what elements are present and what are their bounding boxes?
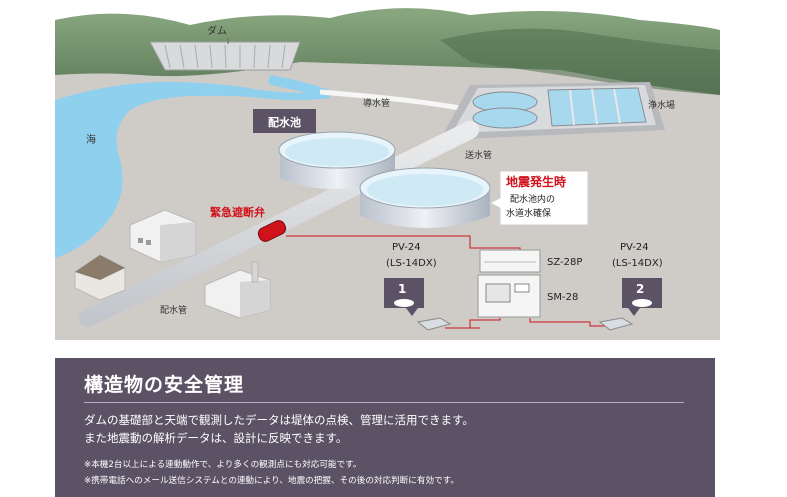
callout-line2: 水道水確保 [506,207,551,219]
label-sm: SM-28 [547,292,578,303]
panel-title: 構造物の安全管理 [84,374,245,396]
building-factory [204,261,271,319]
building-house [74,254,126,301]
label-sea: 海 [86,133,96,146]
reservoir-tank-1 [278,131,396,189]
sensor2-badge [622,278,662,316]
diagram-illustration: ダム 海 導水管 浄水場 送水管 配水管 配水池 地震発生時 配水池内の 水道水… [55,8,720,340]
sensor1-number: 1 [398,282,406,296]
panel-line2: また地震動の解析データは、設計に反映できます。 [84,431,348,445]
sensor1-submodel: (LS-14DX) [386,258,437,269]
sensor1-unit [416,317,452,331]
sensor1-model: PV-24 [392,242,421,253]
sensor2-submodel: (LS-14DX) [612,258,663,269]
panel-divider [84,402,684,403]
label-dam: ダム [207,24,227,37]
label-delivery-pipe: 送水管 [465,149,492,161]
sea-water [55,81,330,259]
river [268,75,330,97]
earthquake-callout [488,170,589,226]
label-distribution-pipe: 配水管 [160,304,187,316]
info-panel [55,358,715,497]
callout-title: 地震発生時 [506,174,566,189]
reservoir-tag [253,109,316,133]
mountain-shade [440,28,720,96]
label-conduit: 導水管 [363,97,390,109]
sz-28p-device [479,249,541,273]
panel-note1: ※本機2台以上による連動動作で、より多くの観測点にも対応可能です。 [84,460,362,470]
emergency-valve [257,220,287,242]
sensor2-number: 2 [636,282,644,296]
dam-lines [164,44,286,69]
building-office [129,209,196,263]
plant-round-tank-2 [472,107,538,129]
label-plant: 浄水場 [648,99,675,111]
sensor2-unit [598,317,634,331]
callout-line1: 配水池内の [510,193,555,205]
sensor1-badge [384,278,424,316]
reservoir-tank-2 [359,167,491,228]
label-reservoir: 配水池 [268,115,301,129]
panel-note2: ※携帯電話へのメール送信システムとの連動により、地震の把握、その後の対応判断に有… [84,476,460,486]
label-emergency-valve: 緊急遮断弁 [210,205,265,219]
label-sz: SZ-28P [547,257,582,268]
sensor2-model: PV-24 [620,242,649,253]
panel-line1: ダムの基礎部と天端で観測したデータは堤体の点検、管理に活用できます。 [84,413,474,427]
